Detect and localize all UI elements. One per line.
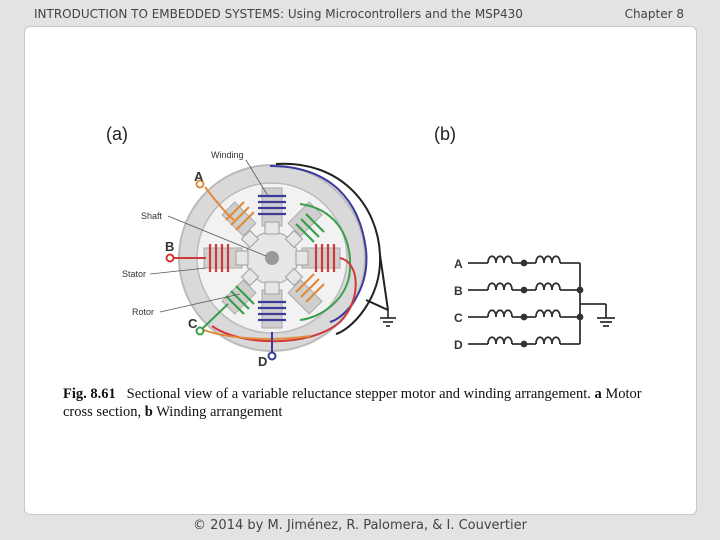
winding-wires (174, 162, 389, 353)
header-title: INTRODUCTION TO EMBEDDED SYSTEMS: Using … (34, 7, 523, 21)
caption-fig-number: Fig. 8.61 (63, 386, 116, 402)
caption-text-3: Winding arrangement (156, 404, 283, 420)
motor-cross-section: Winding Shaft Stator Rotor A B C D (122, 150, 396, 369)
stator-callout: Stator (122, 269, 146, 279)
caption-text-2: Motor cross section, (63, 386, 642, 420)
phase-a-label: A (194, 169, 204, 184)
caption-bold-b: b (144, 404, 153, 420)
terminals (165, 179, 277, 361)
panel-a-label: (a) (106, 124, 128, 144)
winding-row-d (468, 336, 580, 348)
rotor-callout: Rotor (132, 307, 154, 317)
shaft (265, 251, 279, 265)
winding-row-a (468, 255, 580, 267)
phase-d-label: D (258, 354, 267, 369)
caption-text-1: Sectional view of a variable reluctance … (126, 386, 591, 402)
row-label-a: A (454, 257, 463, 271)
winding-arrangement (468, 255, 615, 348)
ground-symbol-b (597, 304, 615, 327)
row-label-c: C (454, 311, 463, 325)
rotor (235, 221, 309, 295)
row-label-b: B (454, 284, 463, 298)
winding-row-c (468, 309, 584, 321)
phase-b-label: B (165, 239, 174, 254)
winding-row-b (468, 282, 584, 294)
ground-symbol-a (380, 310, 396, 327)
row-label-d: D (454, 338, 463, 352)
phase-c-label: C (188, 316, 198, 331)
callout-lines (149, 159, 269, 313)
shaft-callout: Shaft (141, 211, 163, 221)
caption-bold-a: a (594, 386, 602, 402)
footer-copyright: © 2014 by M. Jiménez, R. Palomera, & I. … (193, 518, 527, 533)
coils (208, 194, 336, 322)
header-chapter: Chapter 8 (624, 7, 684, 21)
figure-caption: Fig. 8.61 Sectional view of a variable r… (63, 385, 673, 421)
panel-b-label: (b) (434, 124, 456, 144)
winding-callout: Winding (211, 150, 244, 160)
